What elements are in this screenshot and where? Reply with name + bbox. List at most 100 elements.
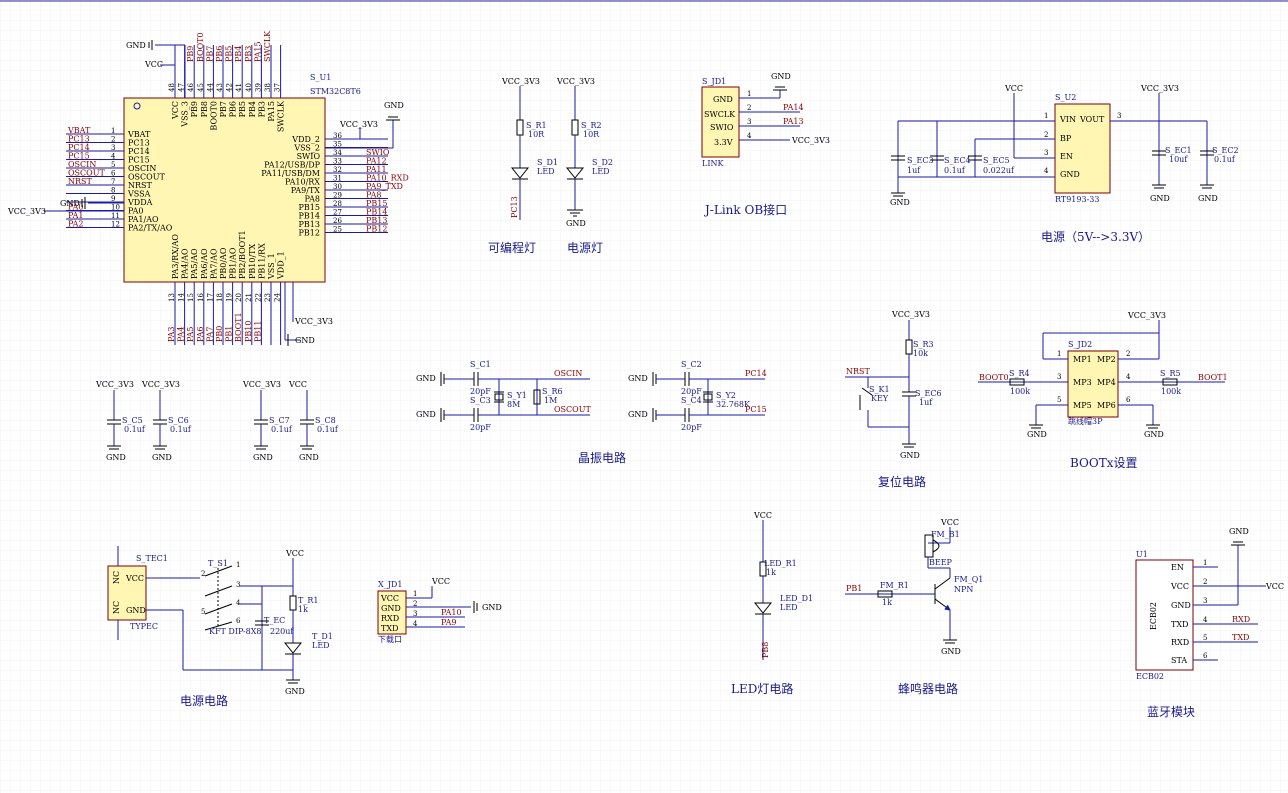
reg-pin-num: 4 [1044,167,1049,175]
mcu-net-label: PA0 [68,203,84,212]
jlink-net: PA14 [783,103,804,112]
dl-net: PA10 [441,608,462,617]
mcu-pin-num: 39 [254,83,262,92]
jlink-footer: LINK [702,159,724,168]
boot-pin-num: 5 [1057,396,1061,404]
mcu-pin-num: 46 [187,83,195,92]
caption-regulator: 电源（5V-->3.3V） [1041,230,1150,244]
mcu-net-label: PA5 [186,326,195,342]
cap-ref: S_C8 [315,416,336,425]
bluetooth-module[interactable]: U1 ECB02 EN VCC GND TXD RXD STA 1 2 3 4 … [1135,527,1284,719]
switch-part: KFT DIP-8X8 [209,627,262,636]
td1-ref: T_D1 [312,632,333,641]
mcu-pin-name: PA0 [128,207,144,216]
cap-ref: S_C5 [122,416,143,425]
r2-val: 10R [583,130,600,139]
mcu-net-label: PA10_RXD [366,174,409,183]
caption-prog-led: 可编程灯 [488,240,536,255]
mcu-pin-name: PB10/TX [248,244,257,279]
mcu-pin-name: PB2/BOOT1 [238,230,247,279]
bz-ref: FM_B1 [931,530,960,539]
usb-pin: NC [112,601,121,614]
mcu-pin-name: SWCLK [277,100,286,132]
switch-pin: 3 [236,581,240,589]
regulator-block[interactable]: S_U2 VIN BP EN GND VOUT 1 2 3 4 3 RT9193… [890,84,1239,244]
k1-val: KEY [871,394,889,403]
bt-pin-num: 5 [1203,634,1207,642]
fmq-val: NPN [954,585,973,594]
mcu-pin-name: PC14 [128,147,150,156]
c3-ref: S_C3 [470,396,491,405]
mcu-pin-num: 6 [111,170,116,178]
mcu-pin-num: 44 [206,83,214,92]
reg-cap-ref: S_EC4 [944,156,971,165]
mcu-pin-name: VBAT [127,130,151,139]
bt-part: ECB02 [1136,672,1164,681]
mcu-pin-num: 15 [187,293,195,302]
caption-reset: 复位电路 [878,474,926,489]
mcu-pin-name: PA6/AO [200,248,209,279]
bt-net: RXD [1232,615,1250,624]
vcc33-label: VCC_3V3 [1127,311,1166,320]
gnd-label: GND [1229,527,1249,536]
download-port[interactable]: X_JD1 VCC GND RXD TXD 1 2 3 4 VCC GND PA… [377,577,502,644]
boot1-net: BOOT1 [1198,373,1228,382]
reg-pin-num: 2 [1044,131,1048,139]
mcu-pin-name: PB13 [299,220,320,229]
mcu-part: STM32C8T6 [310,87,361,96]
mcu-net-label: PA4 [177,326,186,342]
vcc-label: VCC [285,549,304,558]
jlink-pin-name: 3.3V [714,138,733,147]
boot-block[interactable]: S_JD2 MP1 MP2 MP3 MP4 MP5 MP6 跳线帽3P 1 2 … [978,311,1228,470]
mcu-net-label: PB14 [366,208,387,217]
d1-net: PC13 [510,196,519,218]
boot-pin: MP6 [1097,401,1116,410]
r5-val: 100k [1161,387,1181,396]
boot-pin: MP3 [1073,378,1092,387]
pc15-net: PC15 [745,405,767,414]
power-input-block[interactable]: S_TEC1 NC VCC NC GND TYPEC T_S1 1 2 3 4 … [107,546,333,708]
vcc-label: VCC [1004,84,1023,93]
gnd-label: GND [152,453,172,462]
jlink-body [701,86,740,158]
nrst-net: NRST [846,367,871,376]
mcu-body[interactable] [123,97,326,283]
c2-val: 20pF [681,387,702,396]
buzzer-circuit: VCC FM_B1 BEEP PB1 FM_R1 1k FM_Q1 NPN GN… [845,518,983,696]
mcu-pin-name: PA12/USB/DP [264,161,321,170]
boot-ref: S_JD2 [1068,340,1092,349]
d1-ref: S_D1 [537,158,558,167]
reg-pin-num: 1 [1044,112,1048,120]
jlink-connector[interactable]: S_JD1 GND SWCLK SWIO 3.3V GND 1 2 3 4 PA… [701,72,830,217]
mcu-pin-num: 13 [168,293,176,302]
jlink-pin-num: 4 [747,132,752,140]
reg-pin: GND [1060,170,1080,179]
mcu-net-label: PB13 [366,216,387,225]
mcu-block[interactable]: S_U1 STM32C8T6 VBAT1VBATPC132PC13PC143PC… [7,30,409,346]
mcu-pin-num: 30 [333,183,342,191]
y1-val: 8M [507,400,520,409]
mcu-pin-name: VSS_2 [293,144,320,153]
mcu-pin-num: 36 [333,132,342,140]
mcu-net-label: OSCOUT [68,169,105,178]
osc-in-net: OSCIN [554,369,582,378]
mcu-pin-num: 2 [111,136,115,144]
vcc-label: VCC [940,518,959,527]
crystal-block: GND S_C1 20pF OSCIN GND S_C3 20pF OSCOUT… [416,360,767,465]
jlink-pin-num: 3 [747,118,751,126]
gnd-label: GND [299,453,319,462]
c1-ref: S_C1 [470,360,491,369]
c2-ref: S_C2 [681,360,702,369]
dl-net: PA9 [441,618,457,627]
pin1-marker [133,102,141,110]
bt-ref: U1 [1136,550,1148,559]
gnd-label: GND [126,41,146,50]
mcu-pin-num: 25 [333,226,342,234]
switch-pin: 1 [236,561,240,569]
usb-pin: GND [126,606,146,615]
reg-cap-val: 0.1uf [944,166,966,175]
mcu-designator: S_U1 [310,73,331,82]
boot-pin-num: 6 [1126,396,1131,404]
vcc33-label: VCC_3V3 [501,77,540,86]
mcu-pin-name: PC15 [128,156,150,165]
